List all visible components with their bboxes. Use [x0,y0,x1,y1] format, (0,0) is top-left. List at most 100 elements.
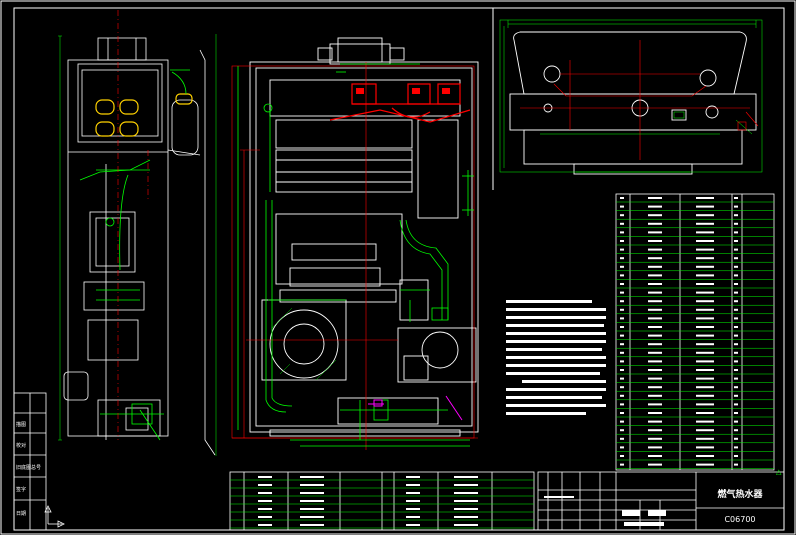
table-cell-mark [648,429,662,432]
revision-cell-mark [454,508,478,510]
revision-cell-mark [406,500,420,502]
side-view-tubes [95,93,193,137]
table-cell-mark [648,222,662,225]
table-cell-mark [734,308,738,311]
revision-cell-mark [454,492,478,494]
table-cell-mark [648,257,662,260]
table-cell-mark [620,360,624,363]
table-cell-mark [620,326,624,328]
drawing-title: 燃气热水器 [717,488,763,500]
front-view-fitting-fill [356,88,450,94]
table-cell-mark [648,437,662,440]
table-cell-mark [734,300,738,303]
table-cell-mark [620,317,624,320]
table-cell-mark [696,437,714,440]
side-label-1: 校对 [16,442,26,449]
revision-cell-mark [258,516,272,518]
revision-cell-mark [454,500,478,502]
table-cell-mark [734,446,738,449]
table-cell-mark [648,343,662,346]
table-cell-mark [648,205,662,208]
side-label-4: 日期 [16,511,26,517]
revision-cell-mark [406,484,420,486]
revision-cell-mark [454,524,478,526]
revision-cell-mark [300,484,324,486]
side-view [58,10,217,456]
table-cell-mark [620,197,624,199]
table-cell-mark [734,403,738,406]
side-label-2: 旧底图总号 [16,464,41,471]
front-view [231,37,479,450]
table-cell-mark [620,274,624,277]
table-cell-mark [648,351,662,354]
table-cell-mark [696,222,714,225]
table-cell-mark [696,351,714,354]
table-cell-mark [648,240,662,242]
table-cell-mark [734,420,738,423]
table-cell-mark [648,283,662,285]
table-cell-mark [620,437,624,440]
table-cell-mark [696,386,714,389]
table-cell-mark [734,343,738,346]
table-cell-mark [734,334,738,337]
table-cell-mark [696,343,714,346]
revision-cell-mark [406,524,420,526]
table-cell-mark [696,265,714,268]
table-cell-mark [734,291,738,294]
revision-cell-mark [454,476,478,478]
table-cell-mark [696,377,714,380]
table-cell-mark [648,455,662,457]
table-cell-mark [734,377,738,380]
table-cell-mark [696,214,714,217]
revision-cell-mark [406,476,420,478]
table-cell-mark [648,360,662,363]
table-cell-mark [696,446,714,449]
revision-cell-mark [258,500,272,502]
table-cell-mark [734,257,738,260]
table-cell-mark [620,300,624,303]
table-cell-mark [734,231,738,234]
table-cell-mark [696,334,714,337]
table-cell-mark [734,360,738,363]
table-cell-mark [696,283,714,285]
table-cell-mark [620,257,624,260]
table-cell-mark [648,317,662,320]
table-cell-mark [696,257,714,260]
table-cell-mark [696,326,714,328]
table-cell-mark [648,394,662,397]
table-cell-mark [620,222,624,225]
table-cell-mark [696,308,714,311]
revision-cell-mark [258,484,272,486]
table-cell-mark [696,274,714,277]
revision-cell-mark [300,476,324,478]
table-cell-mark [620,369,624,371]
table-cell-mark [734,274,738,277]
revision-cell-mark [454,484,478,486]
revision-cell-mark [300,500,324,502]
revision-cell-mark [454,516,478,518]
table-cell-mark [734,326,738,328]
table-cell-mark [648,265,662,268]
table-cell-mark [620,377,624,380]
table-cell-mark [734,386,738,389]
table-cell-mark [734,205,738,208]
technical-notes-block [506,300,606,415]
table-cell-mark [648,300,662,303]
revision-cell-mark [258,508,272,510]
table-cell-mark [734,214,738,217]
table-cell-mark [648,214,662,217]
table-cell-mark [734,248,738,251]
table-cell-mark [620,291,624,294]
table-cell-mark [696,317,714,320]
table-cell-mark [620,231,624,234]
revision-cell-mark [258,524,272,526]
table-cell-mark [648,274,662,277]
table-cell-mark [620,420,624,423]
table-cell-mark [620,403,624,406]
table-cell-mark [620,412,624,414]
bottom-revision-table [229,471,535,531]
table-cell-mark [620,308,624,311]
table-cell-mark [648,412,662,414]
table-cell-mark [734,369,738,371]
